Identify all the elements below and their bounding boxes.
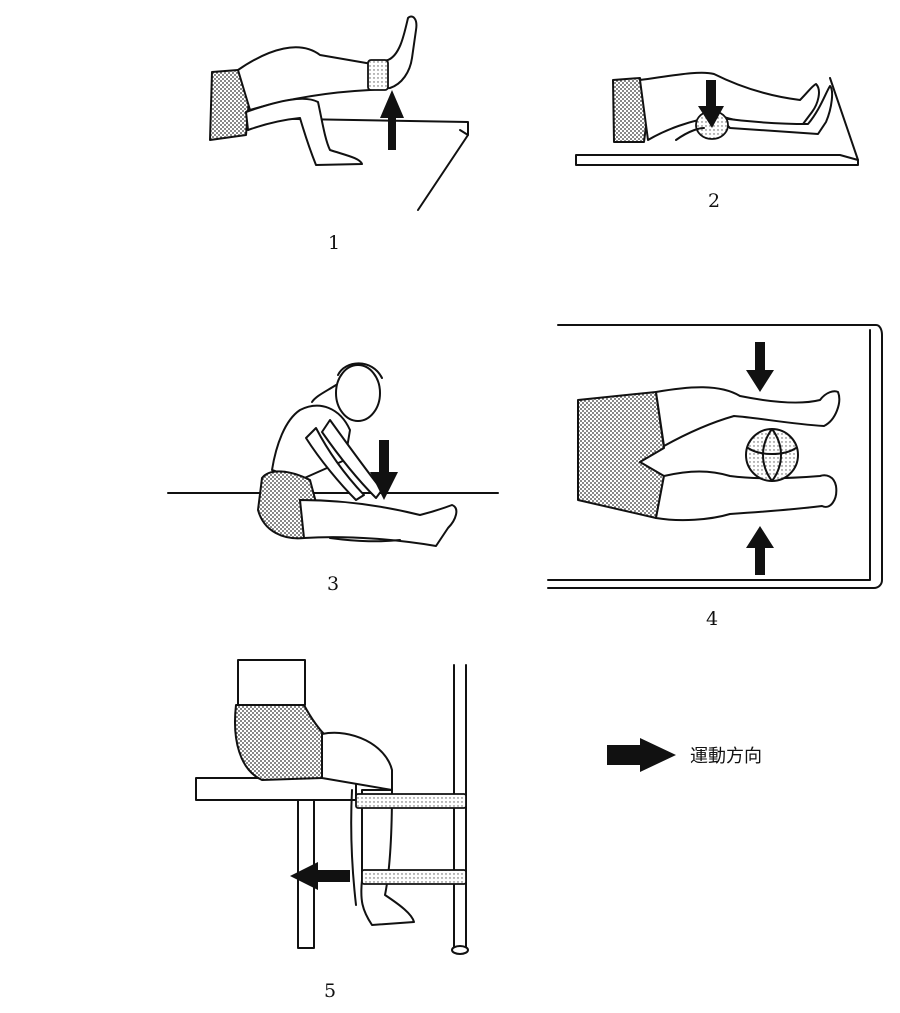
arrow-up-icon <box>746 526 774 575</box>
arrow-up-icon <box>380 90 404 150</box>
figure-3-caption: 3 <box>326 573 340 595</box>
figure-1-illustration <box>209 15 469 211</box>
figure-4-caption: 4 <box>705 608 719 630</box>
arrow-right-icon <box>607 738 676 772</box>
figure-1-caption: 1 <box>327 232 341 254</box>
arrow-down-icon <box>370 440 398 500</box>
arrow-down-icon <box>698 80 724 128</box>
resistance-band-lower <box>361 869 467 885</box>
ankle-weight <box>367 59 389 91</box>
figure-3-illustration <box>167 362 499 547</box>
legend-label: 運動方向 <box>690 746 762 767</box>
figure-5-illustration <box>195 659 469 955</box>
figure-5-caption: 5 <box>323 980 337 1002</box>
arrow-left-icon <box>290 862 350 890</box>
figure-2-illustration <box>575 71 859 166</box>
resistance-band-upper <box>355 793 467 809</box>
figure-4-illustration <box>547 324 883 589</box>
figure-2-caption: 2 <box>707 190 721 212</box>
arrow-down-icon <box>746 342 774 392</box>
